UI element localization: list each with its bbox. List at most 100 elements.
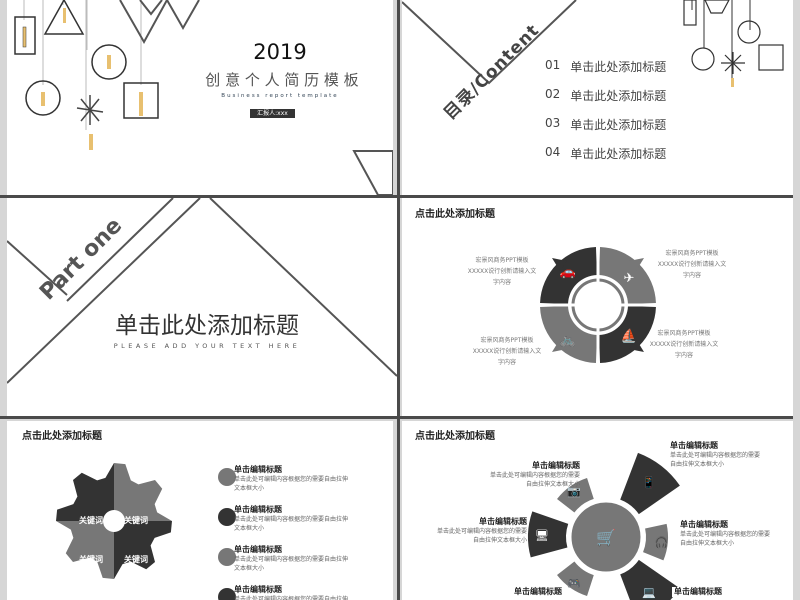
radial-item-monitor[interactable]: 单击编辑标题单击此处可编辑内容根据您的需要自由拉伸文本框大小 bbox=[417, 517, 527, 545]
radial-item-camera[interactable]: 单击编辑标题单击此处可编辑内容根据您的需要自由拉伸文本框大小 bbox=[470, 461, 580, 489]
gear-list-item[interactable]: 单击编辑标题单击此处可编辑内容根据您的需要自由拉伸文本框大小 bbox=[234, 545, 348, 573]
cover-title: 创 意 个 人 简 历 模 板 bbox=[205, 71, 359, 89]
toc-item-2[interactable]: 02 单击此处添加标题 bbox=[545, 87, 666, 104]
airplane-icon: ✈ bbox=[624, 271, 635, 286]
item-desc: 自由拉伸文本框大小 bbox=[670, 461, 725, 468]
ring-diagram: 🚗 ✈ 🚲 ⛵ bbox=[538, 245, 658, 365]
item-title: 单击编辑标题 bbox=[479, 517, 527, 526]
text-line: 字内容 bbox=[497, 359, 516, 366]
toc-num: 02 bbox=[545, 87, 561, 101]
bicycle-icon: 🚲 bbox=[560, 333, 576, 348]
text-line: XXXXX说行创新请输入文 bbox=[649, 341, 719, 348]
slide-title: 点击此处添加标题 bbox=[415, 209, 495, 220]
slide-divider bbox=[0, 195, 800, 198]
toc-label: 单击此处添加标题 bbox=[570, 89, 667, 103]
text-line: XXXXX说行创新请输入文 bbox=[467, 268, 537, 275]
text-line: 字内容 bbox=[682, 272, 701, 279]
quadrant-bicycle bbox=[540, 306, 597, 363]
gear-list-item[interactable]: 单击编辑标题单击此处可编辑内容根据您的需要自由拉伸文本框大小 bbox=[234, 505, 348, 533]
toc-num: 01 bbox=[545, 58, 561, 72]
gear-keyword-1: 关键词 bbox=[79, 516, 103, 525]
text-line: 字内容 bbox=[492, 279, 511, 286]
item-desc: 自由拉伸文本框大小 bbox=[525, 481, 580, 488]
item-title: 单击编辑标题 bbox=[234, 465, 282, 474]
quadrant-ship bbox=[599, 306, 656, 363]
ship-icon: ⛵ bbox=[621, 328, 637, 344]
shopping-cart-icon: 🛒 bbox=[596, 528, 616, 547]
sector-headphones bbox=[643, 523, 668, 561]
gear-keyword-2: 关键词 bbox=[124, 516, 148, 525]
item-title: 单击编辑标题 bbox=[680, 520, 728, 529]
slide-title: 点击此处添加标题 bbox=[22, 431, 102, 442]
gear-list-item[interactable]: 单击编辑标题单击此处可编辑内容根据您的需要自由拉伸文本框大小 bbox=[234, 465, 348, 493]
slide-gear-diagram[interactable]: 点击此处添加标题 关键词 关键词 关键词 关键词 单击编辑标题单击此处可编辑内容… bbox=[7, 421, 393, 600]
contents-decoration bbox=[402, 0, 784, 87]
center-circle bbox=[568, 499, 644, 575]
gear-hole bbox=[103, 510, 125, 532]
item-desc: 文本框大小 bbox=[234, 485, 265, 492]
slide-cover[interactable]: 2019 创 意 个 人 简 历 模 板 Business report tem… bbox=[7, 0, 393, 195]
car-icon: 🚗 bbox=[560, 265, 576, 280]
item-desc: 单击此处可编辑内容根据您的需要 bbox=[670, 452, 761, 459]
slide-title: 点击此处添加标题 bbox=[415, 431, 495, 442]
item-desc: 单击此处可编辑内容根据您的需要自由拉伸 bbox=[234, 556, 349, 563]
pointer bbox=[629, 258, 644, 271]
gear-keyword-4: 关键词 bbox=[124, 555, 148, 564]
camera-icon: 📷 bbox=[567, 485, 581, 498]
text-line: XXXXX说行创新请输入文 bbox=[657, 261, 727, 268]
bullet-circle bbox=[218, 508, 236, 526]
toc-num: 04 bbox=[545, 145, 561, 159]
gear-diagram bbox=[56, 463, 236, 600]
item-desc: 单击此处可编辑内容根据您的需要 bbox=[436, 528, 527, 535]
hanging-lamps-decoration bbox=[14, 0, 393, 195]
gear-quadrant-3 bbox=[56, 521, 114, 579]
monitor-icon: 🖥 bbox=[535, 529, 549, 542]
cover-subtitle: Business report template bbox=[221, 93, 339, 99]
sector-gamepad bbox=[557, 561, 594, 597]
section-subtitle: PLEASE ADD YOUR TEXT HERE bbox=[113, 342, 301, 350]
radial-item-gamepad[interactable]: 单击编辑标题 bbox=[512, 587, 564, 597]
text-line: XXXXX说行创新请输入文 bbox=[472, 348, 542, 355]
slide-radial-diagram[interactable]: 点击此处添加标题 📱📷🖥🎧🎮💻🛒 单击编辑标题单击此处可编辑内容根据您的需要自由… bbox=[402, 421, 793, 600]
sector-monitor bbox=[528, 511, 569, 558]
gear-keyword-3: 关键词 bbox=[79, 555, 103, 564]
toc-num: 03 bbox=[545, 116, 561, 130]
gear-quadrant-4 bbox=[114, 521, 172, 579]
item-desc: 文本框大小 bbox=[234, 525, 265, 532]
bullet-circle bbox=[218, 588, 236, 600]
pointer bbox=[552, 339, 567, 352]
item-title: 单击编辑标题 bbox=[234, 545, 282, 554]
item-desc: 文本框大小 bbox=[234, 565, 265, 572]
radial-diagram: 📱📷🖥🎧🎮💻🛒 bbox=[528, 452, 680, 600]
headphones-icon: 🎧 bbox=[655, 536, 669, 549]
pointer bbox=[629, 339, 644, 352]
radial-item-laptop[interactable]: 单击编辑标题 bbox=[672, 587, 724, 597]
reporter-badge: 汇报人:xxx bbox=[250, 109, 295, 118]
gamepad-icon: 🎮 bbox=[567, 577, 581, 590]
radial-item-phone[interactable]: 单击编辑标题单击此处可编辑内容根据您的需要自由拉伸文本框大小 bbox=[670, 441, 760, 469]
toc-item-4[interactable]: 04 单击此处添加标题 bbox=[545, 145, 666, 162]
gear-list-item[interactable]: 单击编辑标题单击此处可编辑内容根据您的需要自由拉伸 bbox=[234, 585, 348, 600]
item-title: 单击编辑标题 bbox=[670, 441, 718, 450]
sector-camera bbox=[557, 477, 594, 513]
radial-item-headphones[interactable]: 单击编辑标题单击此处可编辑内容根据您的需要自由拉伸文本框大小 bbox=[680, 520, 770, 548]
item-desc: 自由拉伸文本框大小 bbox=[680, 540, 735, 547]
toc-label: 单击此处添加标题 bbox=[570, 147, 667, 161]
right-gutter bbox=[793, 0, 800, 600]
text-block-1: 宏景风商务PPT模板 XXXXX说行创新请输入文字内容 bbox=[462, 255, 542, 288]
item-desc: 单击此处可编辑内容根据您的需要自由拉伸 bbox=[234, 596, 349, 600]
sector-laptop bbox=[620, 559, 680, 600]
text-line: 宏景风商务PPT模板 bbox=[480, 337, 534, 344]
slide-part-one[interactable]: Part one 单击此处添加标题 PLEASE ADD YOUR TEXT H… bbox=[7, 198, 397, 416]
item-desc: 单击此处可编辑内容根据您的需要自由拉伸 bbox=[234, 476, 349, 483]
sector-phone bbox=[620, 452, 680, 515]
item-title: 单击编辑标题 bbox=[674, 587, 722, 596]
text-line: 宏景风商务PPT模板 bbox=[475, 257, 529, 264]
pointer bbox=[552, 258, 567, 271]
